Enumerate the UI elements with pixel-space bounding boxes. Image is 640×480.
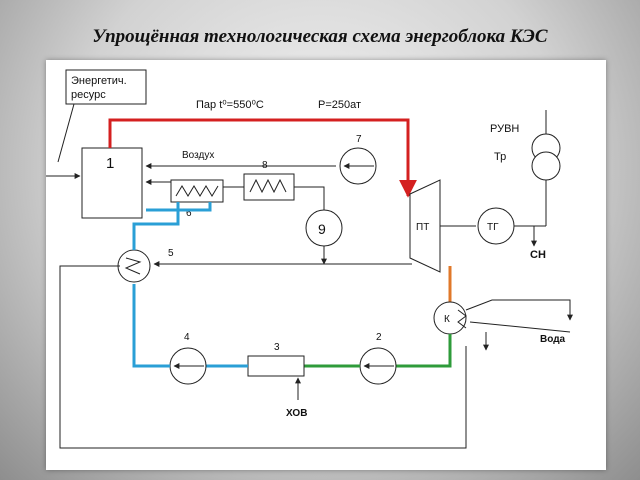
heater-3-number: 3 [274,342,280,353]
smoke-exhauster-9-number: 9 [318,221,326,237]
heater-5-drain-loop [59,265,467,449]
condenser-coil [457,309,467,329]
feedwater-line-6-boiler [146,202,212,212]
heater-5-number: 5 [168,248,174,259]
cooling-water-in [469,321,571,333]
steam-params-label: Пар t⁰=550⁰С [196,99,264,111]
pump-4-number: 4 [184,332,190,343]
gas-line-8-to-9 [294,186,325,210]
generator-label: ТГ [487,222,499,233]
pressure-label: P=250ат [318,99,361,111]
heater-6-number: 6 [186,208,192,219]
air-label: Воздух [182,150,214,161]
feedwater-line-5-6 [132,202,180,250]
heater-5 [117,249,151,283]
air-heater-8 [243,173,295,201]
switchgear-label: РУВН [490,123,519,135]
power-unit-scheme: Энергетич. ресурс 1 Пар t⁰=550⁰С P=250ат… [46,69,573,449]
steam-turbine [409,179,441,273]
main-steam-line [108,118,417,198]
boiler [81,147,143,219]
chemical-water-label: ХОВ [286,408,307,419]
page-title: Упрощённая технологическая схема энергоб… [92,26,548,47]
pump-2-number: 2 [376,332,382,343]
energy-resource-label-1: Энергетич. [71,75,127,87]
turbine-label: ПТ [416,222,429,233]
cooling-water-out [465,299,573,321]
heater-5-coil [124,257,142,275]
feedwater-line-4-5 [132,284,170,368]
transformer-winding-bottom [531,151,561,181]
heater-3 [247,355,305,377]
callout-line [57,103,75,163]
fan-7-number: 7 [356,134,362,145]
diagram-card: Энергетич. ресурс 1 Пар t⁰=550⁰С P=250ат… [46,60,606,470]
air-heater-8-number: 8 [262,160,268,171]
transformer-label: Тр [494,151,506,163]
heater-6-coil [175,185,219,197]
water-label: Вода [540,334,566,345]
condenser-label: К [444,314,450,325]
condensate-line [396,334,452,368]
condenser [433,301,467,335]
own-needs-label: СН [530,249,546,261]
energy-resource-label-2: ресурс [71,89,106,101]
energy-resource-box [65,69,147,105]
boiler-number: 1 [106,155,114,172]
air-heater-8-coil [249,178,287,194]
